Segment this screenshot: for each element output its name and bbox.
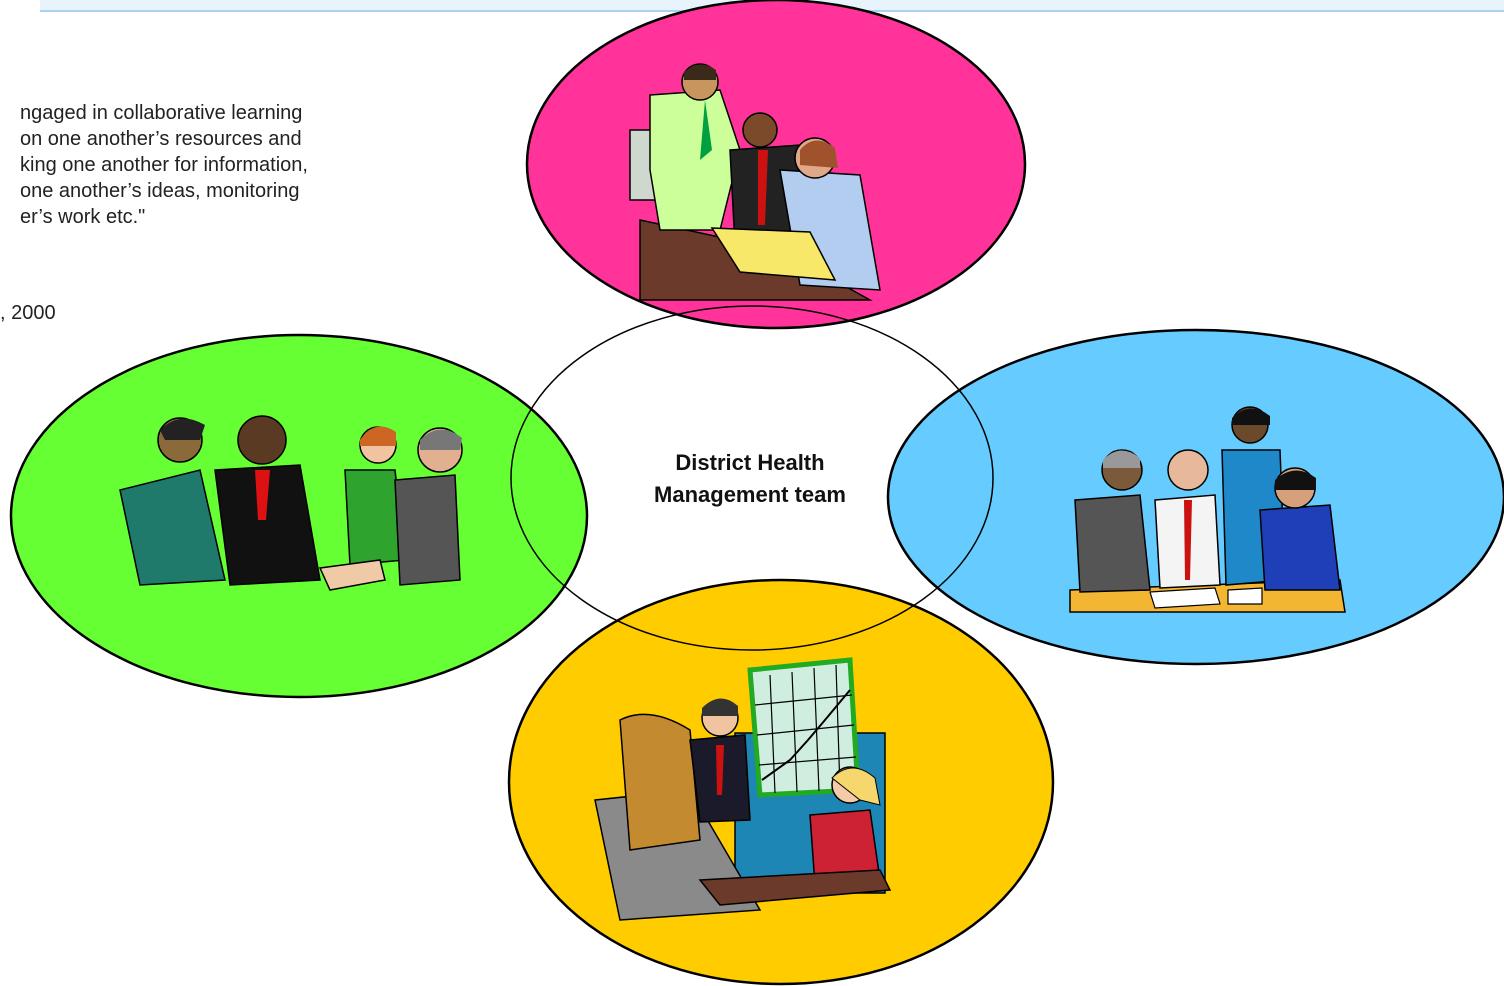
quote-line: on one another’s resources and (20, 128, 302, 150)
office-meeting-clipart (629, 63, 881, 301)
collaborative-learning-quote: ngaged in collaborative learning on one … (0, 100, 520, 230)
quote-citation: , 2000 (0, 302, 56, 324)
chart-presentation-clipart (594, 657, 892, 921)
node-left (9, 333, 589, 699)
quote-line: one another’s ideas, monitoring (20, 180, 300, 202)
quote-line: ngaged in collaborative learning (20, 102, 303, 124)
node-bottom (507, 578, 1055, 986)
center-label-line1: District Health (675, 450, 825, 475)
quote-line: er’s work etc." (20, 206, 146, 228)
node-top (525, 0, 1027, 330)
handshake-group-clipart (119, 415, 463, 591)
center-label: District Health Management team (600, 447, 900, 511)
business-table-meeting-clipart (1069, 406, 1346, 613)
center-label-line2: Management team (654, 482, 846, 507)
node-right (886, 328, 1504, 666)
quote-line: king one another for information, (20, 154, 308, 176)
node-center-ring (510, 305, 994, 651)
